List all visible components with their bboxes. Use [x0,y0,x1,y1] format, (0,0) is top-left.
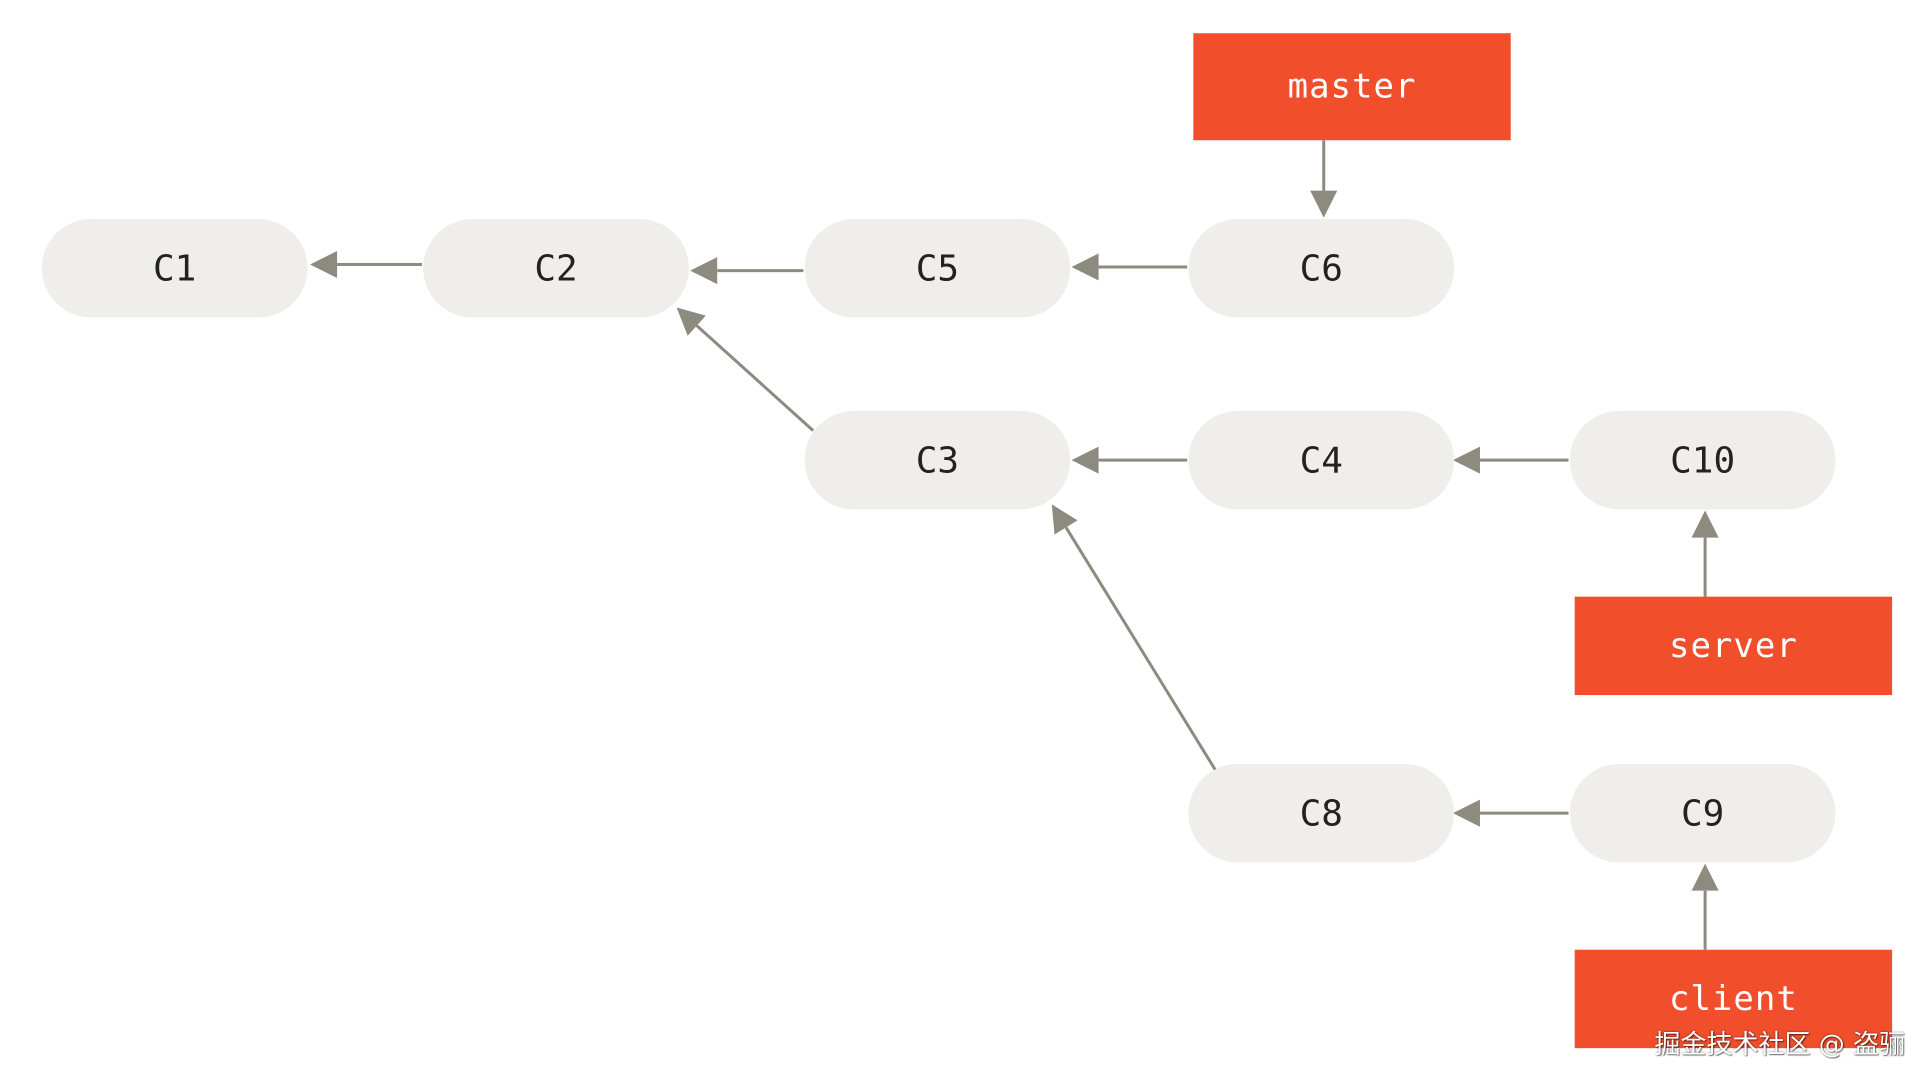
arrowhead-icon [1071,253,1099,281]
commit-c2: C2 [423,218,689,318]
edge-c8-to-c3 [1051,504,1217,771]
commit-label: C8 [1300,794,1343,835]
branch-box [1574,949,1893,1049]
commit-c5: C5 [804,218,1071,318]
edge-c3-to-c2 [676,307,815,432]
arrowhead-icon [676,307,706,336]
pointer-client-to-c9 [1691,863,1719,950]
edge-c3-to-c2-line [695,324,815,432]
commit-pill [1188,763,1455,863]
arrowhead-icon [1452,799,1480,827]
commit-label: C9 [1681,794,1724,835]
commit-label: C1 [153,249,196,290]
edge-c6-to-c5 [1071,253,1188,281]
branch-label: server [1669,626,1798,666]
arrowhead-icon [1051,504,1078,535]
commit-pill [1188,410,1455,510]
commit-c10: C10 [1569,410,1836,510]
commit-c3: C3 [804,410,1071,510]
watermark-text: 掘金技术社区 @ 盗骊 [1654,1030,1905,1060]
pointer-master-to-c6 [1310,140,1338,218]
edge-c4-to-c3 [1071,446,1188,474]
commit-pill [1569,763,1836,863]
edge-c5-to-c2 [690,257,804,285]
commit-label: C4 [1300,441,1343,482]
edge-c2-to-c1 [310,250,422,279]
branch-pointers: master server client [1193,33,1893,1049]
commit-label: C5 [916,249,959,290]
parent-edges [310,140,1719,950]
arrowhead-icon [1452,446,1480,474]
commit-label: C10 [1670,441,1735,482]
commit-pill [423,218,689,318]
commit-c6: C6 [1188,218,1455,318]
commit-pill [1188,218,1455,318]
commit-c4: C4 [1188,410,1455,510]
branch-label: client [1669,979,1798,1019]
branch-box [1574,596,1893,696]
branch-label: master [1288,67,1417,107]
commit-label: C3 [916,441,959,482]
commit-label: C6 [1300,249,1343,290]
arrowhead-icon [1691,510,1719,538]
commit-pill [1569,410,1836,510]
arrowhead-icon [1310,190,1338,218]
pointer-server-to-c10 [1691,510,1719,597]
branch-box [1193,33,1511,141]
edge-c8-to-c3-line [1064,526,1217,771]
commit-c9: C9 [1569,763,1836,863]
commit-c8: C8 [1188,763,1455,863]
branch-client: client [1574,949,1893,1049]
edge-c10-to-c4 [1452,446,1569,474]
commit-pill [41,218,308,318]
arrowhead-icon [1071,446,1099,474]
arrowhead-icon [310,250,338,279]
edge-c9-to-c8 [1452,799,1569,827]
commit-c1: C1 [41,218,308,318]
arrowhead-icon [690,257,718,285]
arrowhead-icon [1691,863,1719,891]
branch-master: master [1193,33,1511,141]
branch-server: server [1574,596,1893,696]
commit-pill [804,410,1071,510]
commit-pill [804,218,1071,318]
commit-label: C2 [534,249,577,290]
